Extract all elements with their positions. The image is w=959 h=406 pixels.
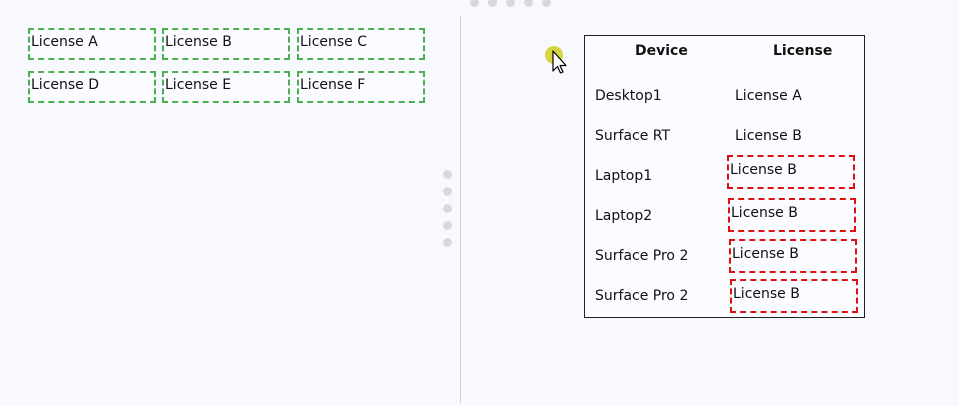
license-tile-d[interactable]: License D xyxy=(28,71,156,103)
license-tile-b[interactable]: License B xyxy=(162,28,290,60)
device-label: Laptop2 xyxy=(595,208,653,224)
mouse-cursor-icon xyxy=(545,46,567,74)
device-label: Surface Pro 2 xyxy=(595,248,689,264)
device-label: Surface RT xyxy=(595,128,671,144)
license-tile-c[interactable]: License C xyxy=(297,28,425,60)
device-column-header: Device xyxy=(635,43,688,59)
device-label: Laptop1 xyxy=(595,168,653,184)
license-drop-target[interactable]: License B xyxy=(727,155,855,189)
device-label: Desktop1 xyxy=(595,88,662,104)
device-license-table: Device License Desktop1 License A Surfac… xyxy=(584,35,865,318)
license-value: License B xyxy=(735,128,802,144)
license-column-header: License xyxy=(773,43,833,59)
top-drag-handle[interactable] xyxy=(470,0,551,7)
device-label: Surface Pro 2 xyxy=(595,288,689,304)
license-drop-target[interactable]: License B xyxy=(729,239,857,273)
license-value: License A xyxy=(735,88,802,104)
license-drop-target[interactable]: License B xyxy=(728,198,856,232)
license-drop-target[interactable]: License B xyxy=(730,279,858,313)
license-tile-f[interactable]: License F xyxy=(297,71,425,103)
pane-divider[interactable] xyxy=(460,16,461,403)
license-tile-a[interactable]: License A xyxy=(28,28,156,60)
license-tile-e[interactable]: License E xyxy=(162,71,290,103)
pane-resize-handle[interactable] xyxy=(443,170,452,247)
